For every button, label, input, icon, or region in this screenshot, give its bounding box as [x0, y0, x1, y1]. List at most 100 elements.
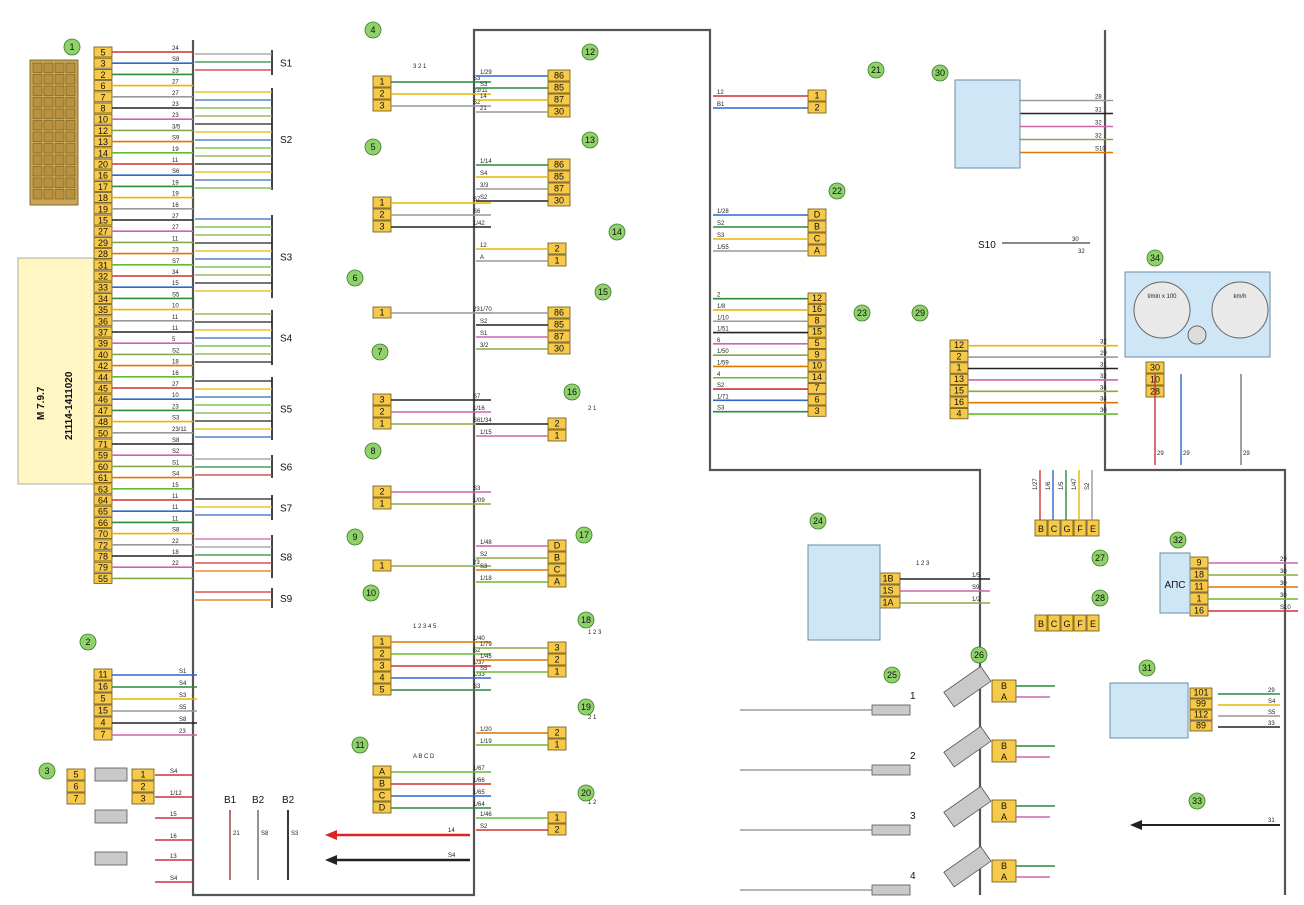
conn27-pin-label: E: [1090, 524, 1096, 534]
conn29-pin-label: 13: [954, 374, 964, 384]
tachometer-gauge: [1133, 281, 1191, 339]
conn3-out-pin-label: 2: [140, 782, 145, 792]
conn17-wire-label: S3: [480, 564, 488, 570]
conn31-wire-label: S4: [1268, 699, 1276, 705]
conn33-wire: 31: [1268, 818, 1275, 824]
conn15-pin-label: 86: [554, 308, 564, 318]
ecu-wire-label: 27: [172, 91, 179, 97]
conn16-pin-label: 1: [554, 431, 559, 441]
ecu-grid-cell: [54, 108, 65, 119]
ecu-grid-cell: [32, 154, 43, 165]
conn27-wire-label: 1/5: [1059, 481, 1065, 490]
ecu-pin-label: 55: [98, 574, 108, 584]
conn13-pin-label: 85: [554, 172, 564, 182]
conn28-pin: [1034, 614, 1048, 632]
arrow-black-head: [325, 855, 337, 865]
badge-6: [346, 269, 364, 287]
conn9-pin-label: 1: [379, 561, 384, 571]
conn24-wire-label: 1/5: [972, 573, 981, 579]
conn31-out-pin-label: 112: [1194, 710, 1208, 720]
conn23-wire-label: 2: [717, 293, 721, 299]
badge-text: 26: [974, 650, 984, 660]
conn4-header: 3 2 1: [413, 64, 427, 70]
conn26-pin-label: B: [1001, 861, 1007, 871]
bottom-arrows: 14 S4 31: [325, 818, 1280, 865]
badge-text: 25: [887, 670, 897, 680]
conn34-pin-label: 30: [1150, 363, 1160, 373]
ecu-pin-label: 59: [98, 451, 108, 461]
ecu-wire-label: 19: [172, 147, 179, 153]
ecu-grid-cell: [54, 143, 65, 154]
conn15-wire-label: S1: [480, 331, 488, 337]
ecu-part-label: 21114-1411020: [64, 371, 75, 440]
conn3-pin-label: 7: [73, 794, 78, 804]
badge-7: [371, 343, 389, 361]
conn3-pin: [66, 768, 86, 781]
ecu-pin-label: 29: [98, 238, 108, 248]
ecu-grid-cell: [54, 97, 65, 108]
conn3-wire-label: 1/12: [170, 791, 182, 797]
badge-25: [883, 666, 901, 684]
ecu-pin-label: 7: [100, 92, 105, 102]
cylinder-number: 4: [910, 871, 916, 882]
conn18-wire-label: 1/45: [480, 654, 492, 660]
conn3-wire-label: S4: [170, 876, 178, 882]
conn31-wire-label: S5: [1268, 710, 1276, 716]
conn21-pin-label: 2: [814, 103, 819, 113]
badge-text: 32: [1173, 535, 1183, 545]
ecu-wire-label: 23: [172, 404, 179, 410]
conn7-pin-label: 3: [379, 395, 384, 405]
conn34-pin: [1145, 361, 1165, 374]
conn27-wire-label: 1/6: [1046, 481, 1052, 490]
ecu-grid-cell: [43, 85, 54, 96]
ecu-pin-label: 13: [98, 137, 108, 147]
badge-text: 18: [581, 615, 591, 625]
conn15-pin-label: 85: [554, 320, 564, 330]
ground-label: B2: [282, 795, 295, 806]
spark-plug: [871, 884, 911, 896]
ecu-pin-label: 44: [98, 372, 108, 382]
ecu-label-panel: [17, 257, 97, 485]
conn31-out-pin: [1189, 720, 1213, 732]
ignition-module: [807, 544, 881, 641]
aps-module: [1159, 552, 1191, 614]
ecu-wire-label: S3: [172, 416, 180, 422]
conn23-pin-label: 3: [814, 406, 819, 416]
conn20-wire-label: S2: [480, 824, 488, 830]
splice-label: S2: [280, 135, 293, 146]
ecu-pin-label: 72: [98, 540, 108, 550]
badge-16: [563, 383, 581, 401]
splice-label: S7: [280, 504, 293, 515]
ecu-wire-label: 19: [172, 180, 179, 186]
ground-wire-label: 21: [233, 831, 240, 837]
ecu-grid-cell: [43, 97, 54, 108]
conn27-wire-label: 1/27: [1033, 478, 1039, 490]
conn26-pin-label: A: [1001, 812, 1007, 822]
conn8-pin-label: 1: [379, 499, 384, 509]
badge-31: [1138, 659, 1156, 677]
badge-18: [577, 611, 595, 629]
conn5-wire-label: S7: [473, 197, 481, 203]
conn23-wire-label: 1/10: [717, 315, 729, 321]
conn2-wire-label: S5: [179, 705, 187, 711]
conn23-wire-label: S3: [717, 406, 725, 412]
badge-text: 27: [1095, 553, 1105, 563]
harness-frame-right: [1103, 30, 1287, 895]
cylinder-number: 2: [910, 751, 916, 762]
ecu-pin-label: 12: [98, 126, 108, 136]
ecu-wire-label: S8: [172, 438, 180, 444]
ecu-pin-label: 18: [98, 193, 108, 203]
conn31-out-pin: [1189, 687, 1213, 699]
badge-28: [1091, 589, 1109, 607]
badge-text: 11: [355, 740, 364, 750]
conn18-wire-label: 1/79: [480, 642, 492, 648]
ecu-grid-cell: [32, 166, 43, 177]
conn2-pin-label: 4: [100, 718, 105, 728]
